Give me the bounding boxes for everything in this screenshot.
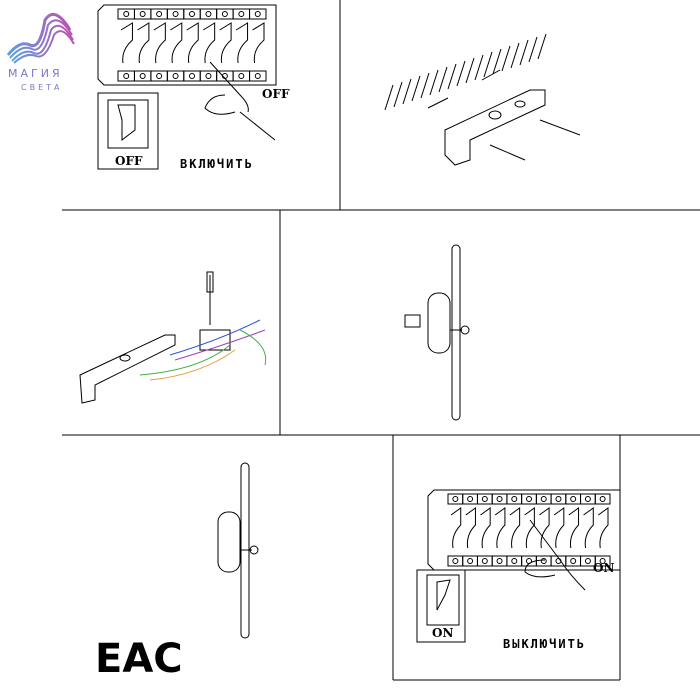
wiring-illustration (79, 271, 267, 404)
switch-off-icon: OFF (97, 92, 159, 170)
eac-certification-mark: EAC (95, 636, 183, 682)
bracket-wall-mount-illustration (384, 33, 581, 166)
instruction-turn-off: ВЫКЛЮЧИТЬ (503, 637, 586, 651)
brand-logo: МАГИЯ СВЕТА (6, 12, 75, 92)
mounted-lamp-illustration (217, 462, 259, 639)
panel-state-label: ON (593, 561, 614, 575)
switch-state-label: OFF (115, 154, 143, 168)
hand-pressing-icon (204, 61, 276, 141)
instruction-turn-on: ВКЛЮЧИТЬ (180, 157, 254, 171)
logo-text-line2: СВЕТА (21, 83, 63, 92)
lamp-mount-illustration (404, 244, 470, 421)
breaker-panel-off (97, 4, 277, 86)
hand-pressing-icon (524, 519, 586, 591)
breaker-panel-on (427, 489, 621, 571)
logo-text-line1: МАГИЯ (8, 67, 63, 80)
panel-state-label: OFF (262, 87, 290, 101)
switch-state-label: ON (432, 626, 453, 640)
switch-on-icon: ON (416, 569, 466, 643)
